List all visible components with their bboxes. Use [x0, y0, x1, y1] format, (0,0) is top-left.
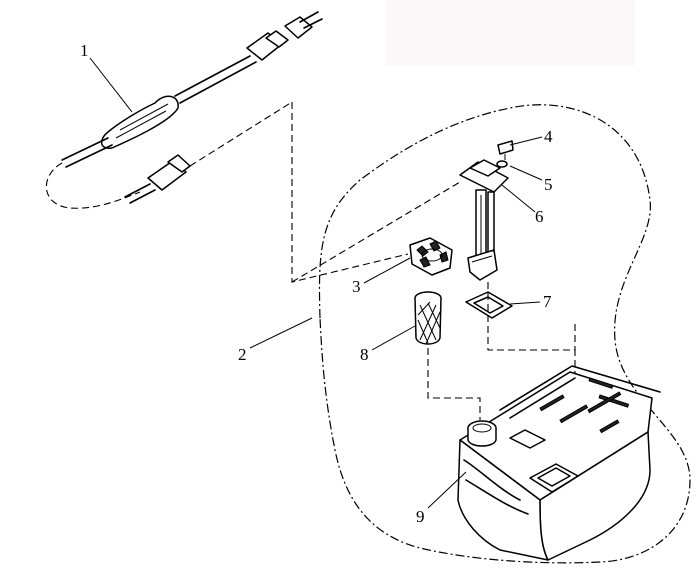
gasket-part: [465, 291, 513, 319]
fuel-gauge-sender: [459, 159, 509, 281]
callout-6: 6: [535, 207, 544, 226]
leader-line-9: [427, 471, 467, 509]
fuel-tank: [457, 365, 661, 561]
callout-4: 4: [544, 127, 553, 146]
strainer-part: [414, 291, 442, 345]
leader-line-6: [501, 184, 536, 213]
callout-7: 7: [543, 292, 552, 311]
callout-9: 9: [416, 507, 425, 526]
leader-line-5: [509, 165, 543, 181]
leader-line-8: [371, 325, 416, 351]
leader-line-2: [249, 317, 313, 349]
screw-part: [497, 140, 514, 160]
fuel-hose-assembly: [45, 11, 323, 209]
hose-connection-line: [291, 102, 409, 283]
callout-1: 1: [80, 41, 89, 60]
gasket-alignment-line: [487, 282, 576, 475]
background-patch: [385, 0, 635, 66]
leader-line-4: [509, 136, 543, 146]
callout-8: 8: [360, 345, 369, 364]
washer-part: [496, 160, 508, 168]
callout-5: 5: [544, 175, 553, 194]
leader-line-7: [509, 301, 541, 305]
strainer-alignment-line: [427, 348, 481, 420]
leader-line-3: [363, 257, 411, 284]
callout-2: 2: [238, 345, 247, 364]
callout-3: 3: [352, 277, 361, 296]
filter-cap-part: [409, 237, 453, 276]
leader-line-1: [89, 57, 133, 113]
